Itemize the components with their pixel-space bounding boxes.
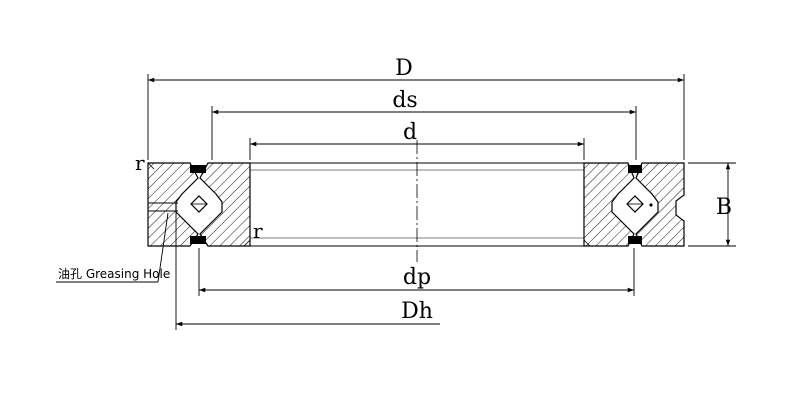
label-D: D <box>395 56 413 81</box>
left-inner-ring <box>199 162 251 247</box>
dim-dp: dp <box>198 248 635 296</box>
left-outer-ring <box>147 162 199 247</box>
greasing-hole-callout: 油孔 Greasing Hole <box>56 212 170 283</box>
label-r-outer: r <box>135 151 145 175</box>
dim-d: d <box>249 120 585 160</box>
right-outer-ring <box>635 162 685 247</box>
dim-ds: ds <box>211 88 637 160</box>
left-section <box>147 162 251 247</box>
right-roller <box>626 195 644 213</box>
right-bottom-seal <box>628 236 642 244</box>
right-inner-ring <box>583 162 635 247</box>
left-top-seal <box>190 165 206 173</box>
dim-D: D <box>147 56 685 160</box>
label-B: B <box>716 195 732 220</box>
label-ds: ds <box>392 88 417 113</box>
label-d: d <box>403 120 417 145</box>
right-section <box>583 162 685 247</box>
label-Dh: Dh <box>401 299 433 324</box>
label-r-inner: r <box>253 219 263 243</box>
dim-B: B <box>688 162 736 247</box>
right-top-seal <box>628 165 642 173</box>
left-roller <box>190 195 208 213</box>
dim-Dh: Dh <box>175 212 440 330</box>
left-bottom-seal <box>190 236 206 244</box>
bore-lines <box>250 140 584 262</box>
label-dp: dp <box>403 265 431 290</box>
greasing-hole-label: 油孔 Greasing Hole <box>58 267 170 281</box>
